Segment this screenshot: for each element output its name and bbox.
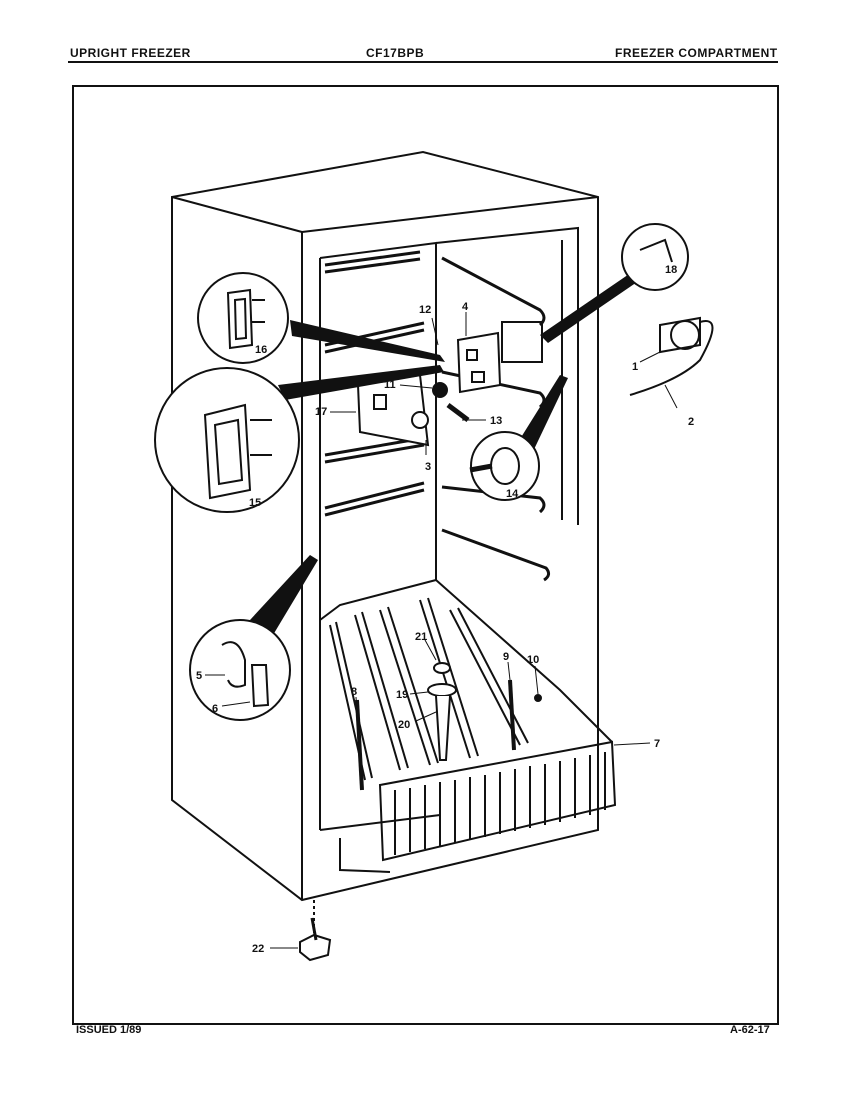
issued-date: ISSUED 1/89 bbox=[76, 1024, 142, 1036]
callout-18: 18 bbox=[665, 264, 677, 276]
callout-17: 17 bbox=[315, 406, 327, 418]
callout-2: 2 bbox=[688, 416, 694, 428]
callout-10: 10 bbox=[527, 654, 539, 666]
page-code: A-62-17 bbox=[730, 1024, 770, 1036]
diagram-frame bbox=[72, 85, 779, 1025]
leader-lines bbox=[205, 312, 678, 949]
callout-5: 5 bbox=[196, 670, 202, 682]
callout-21: 21 bbox=[415, 631, 427, 643]
left-shelf-rails bbox=[324, 250, 425, 517]
callout-9: 9 bbox=[503, 651, 509, 663]
callout-13: 13 bbox=[490, 415, 502, 427]
header-model-number: CF17BPB bbox=[366, 46, 425, 60]
callout-7: 7 bbox=[654, 738, 660, 750]
floor-ribs bbox=[329, 597, 529, 781]
header-product-type: UPRIGHT FREEZER bbox=[70, 46, 191, 60]
callout-12: 12 bbox=[419, 304, 431, 316]
detail-circles bbox=[154, 223, 689, 721]
callout-8: 8 bbox=[351, 686, 357, 698]
callout-15: 15 bbox=[249, 497, 261, 509]
callout-6: 6 bbox=[212, 703, 218, 715]
callout-1: 1 bbox=[632, 361, 638, 373]
callout-19: 19 bbox=[396, 689, 408, 701]
header-section-title: FREEZER COMPARTMENT bbox=[615, 46, 778, 60]
callout-20: 20 bbox=[398, 719, 410, 731]
callout-16: 16 bbox=[255, 344, 267, 356]
callout-3: 3 bbox=[425, 461, 431, 473]
detail-parts bbox=[203, 238, 714, 708]
header-rule bbox=[68, 61, 778, 63]
callout-22: 22 bbox=[252, 943, 264, 955]
callout-11: 11 bbox=[384, 379, 396, 391]
callout-14: 14 bbox=[506, 488, 519, 500]
drain-assembly bbox=[299, 662, 542, 962]
door-basket bbox=[378, 740, 617, 862]
callout-4: 4 bbox=[462, 301, 469, 313]
